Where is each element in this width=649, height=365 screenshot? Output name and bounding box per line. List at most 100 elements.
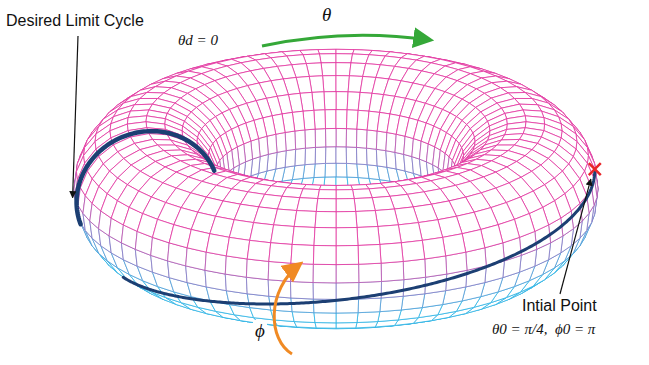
mesh-cell bbox=[315, 129, 326, 148]
mesh-cell bbox=[359, 263, 382, 282]
mesh-cell bbox=[250, 223, 274, 243]
leader-line bbox=[73, 36, 78, 198]
mesh-cell bbox=[274, 209, 297, 226]
mesh-cell bbox=[372, 196, 394, 210]
mesh-cell bbox=[325, 163, 336, 177]
mesh-cell bbox=[313, 283, 336, 300]
limit-cycle-curve bbox=[77, 131, 215, 224]
torus-mesh bbox=[74, 49, 598, 328]
mesh-cell bbox=[285, 131, 296, 151]
mesh-cell bbox=[318, 190, 336, 199]
mesh-cell bbox=[367, 130, 378, 149]
mesh-cell bbox=[336, 323, 357, 329]
mesh-cell bbox=[291, 298, 314, 313]
mesh-cell bbox=[292, 312, 315, 323]
mesh-cell bbox=[425, 256, 447, 277]
mesh-cell bbox=[336, 92, 348, 110]
mesh-cell bbox=[356, 129, 367, 148]
mesh-cell bbox=[276, 132, 286, 152]
mesh-cell bbox=[380, 296, 403, 311]
mesh-cell bbox=[336, 264, 359, 283]
mesh-cell bbox=[314, 227, 336, 245]
mesh-cell bbox=[246, 259, 268, 280]
mesh-cell bbox=[336, 147, 347, 164]
mesh-cell bbox=[336, 245, 359, 264]
mesh-cell bbox=[401, 240, 424, 261]
theta-arrow bbox=[262, 35, 430, 46]
mesh-cell bbox=[325, 110, 336, 129]
mesh-cell bbox=[346, 129, 357, 148]
mesh-cell bbox=[336, 110, 347, 129]
axis-symbol: ϕ bbox=[253, 320, 267, 342]
mesh-cell bbox=[398, 223, 422, 243]
mesh-cell bbox=[291, 263, 314, 282]
mesh-cell bbox=[247, 240, 270, 261]
mesh-cell bbox=[367, 148, 378, 166]
mesh-cell bbox=[285, 149, 296, 167]
phi-arrow bbox=[274, 264, 300, 354]
mesh-cell bbox=[292, 226, 315, 245]
annotations bbox=[73, 36, 601, 294]
mesh-cell bbox=[336, 63, 351, 76]
mesh-cell bbox=[326, 147, 337, 164]
mesh-cell bbox=[300, 189, 320, 199]
mesh-cell bbox=[297, 198, 318, 212]
mesh-cell bbox=[187, 229, 210, 252]
mesh-cell bbox=[318, 49, 336, 54]
mesh-cell bbox=[315, 147, 326, 164]
initial-point-marker bbox=[589, 163, 601, 175]
mesh-cell bbox=[336, 199, 356, 212]
mesh-cell bbox=[316, 199, 336, 212]
mesh-cell bbox=[278, 196, 300, 210]
mesh-cell bbox=[336, 211, 357, 227]
trajectory-curve bbox=[123, 169, 595, 304]
mesh-cell bbox=[226, 237, 249, 259]
mesh-cell bbox=[336, 185, 353, 190]
mesh-cell bbox=[356, 147, 367, 164]
mesh-cell bbox=[354, 198, 375, 212]
mesh-cell bbox=[347, 110, 359, 129]
mesh-cell bbox=[380, 243, 403, 263]
mesh-cell bbox=[313, 245, 336, 264]
mesh-cell bbox=[357, 312, 380, 323]
mesh-cell bbox=[347, 163, 359, 177]
mesh-cell bbox=[314, 313, 336, 323]
mesh-cell bbox=[357, 226, 380, 245]
mesh-cell bbox=[246, 277, 268, 296]
mesh-cell bbox=[443, 234, 466, 256]
mesh-cell bbox=[305, 147, 316, 164]
mesh-cell bbox=[381, 280, 404, 298]
mesh-cell bbox=[422, 237, 445, 259]
mesh-cell bbox=[386, 132, 396, 152]
trajectory bbox=[77, 131, 595, 304]
mesh-cell bbox=[313, 264, 336, 283]
mesh-cell bbox=[321, 63, 336, 76]
mesh-cell bbox=[336, 49, 354, 54]
mesh-cell bbox=[346, 147, 357, 164]
mesh-cell bbox=[376, 149, 387, 167]
mesh-cell bbox=[356, 211, 378, 228]
mesh-cell bbox=[291, 281, 314, 299]
mesh-cell bbox=[336, 76, 349, 92]
mesh-cell bbox=[336, 128, 347, 146]
mesh-cell bbox=[323, 76, 336, 92]
mesh-cell bbox=[319, 54, 336, 63]
callout-label: Desired Limit Cycle bbox=[4, 12, 146, 30]
mesh-cell bbox=[353, 189, 373, 199]
mesh-cell bbox=[314, 110, 326, 129]
mesh-cell bbox=[295, 148, 306, 166]
mesh-cell bbox=[294, 211, 316, 228]
mesh-cell bbox=[462, 229, 485, 252]
mesh-cell bbox=[358, 244, 381, 264]
mesh-cell bbox=[358, 298, 381, 313]
mesh-cell bbox=[336, 163, 347, 177]
mesh-cell bbox=[326, 128, 337, 146]
mesh-cell bbox=[336, 313, 358, 323]
mesh-cell bbox=[305, 129, 316, 148]
mesh-cell bbox=[319, 185, 336, 190]
mesh-cell bbox=[314, 163, 326, 177]
mesh-cell bbox=[403, 259, 425, 280]
mesh-cell bbox=[381, 261, 404, 281]
mesh-cell bbox=[315, 211, 336, 227]
mesh-cell bbox=[269, 243, 292, 263]
